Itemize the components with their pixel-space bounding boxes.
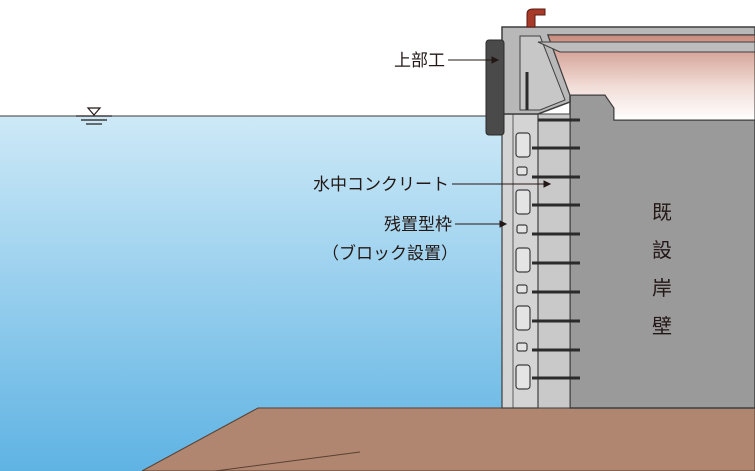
label-existing-wall-2: 設	[652, 238, 672, 262]
label-existing-wall-4: 壁	[652, 314, 672, 338]
underwater-concrete	[537, 113, 571, 409]
label-existing-wall-3: 岸	[652, 276, 672, 300]
seabed-inner-line	[214, 451, 361, 471]
top-slab-edge	[537, 41, 755, 53]
superstructure-inner	[519, 35, 566, 111]
label-formwork-line2: （ブロック設置）	[322, 243, 458, 264]
label-underwater-concrete: 水中コンクリート	[313, 175, 449, 195]
formwork-slots	[515, 132, 531, 390]
label-superstructure: 上部工	[394, 51, 445, 71]
label-existing-wall-1: 既	[652, 200, 672, 224]
label-formwork-line1: 残置型枠	[384, 215, 452, 235]
anchor-bars	[532, 118, 580, 380]
superstructure-dark-face	[485, 39, 505, 136]
water-level-icon	[76, 107, 112, 125]
seabed	[141, 407, 755, 471]
leader-lines	[448, 56, 552, 228]
top-pit	[547, 34, 755, 121]
bollard-icon	[526, 8, 546, 28]
